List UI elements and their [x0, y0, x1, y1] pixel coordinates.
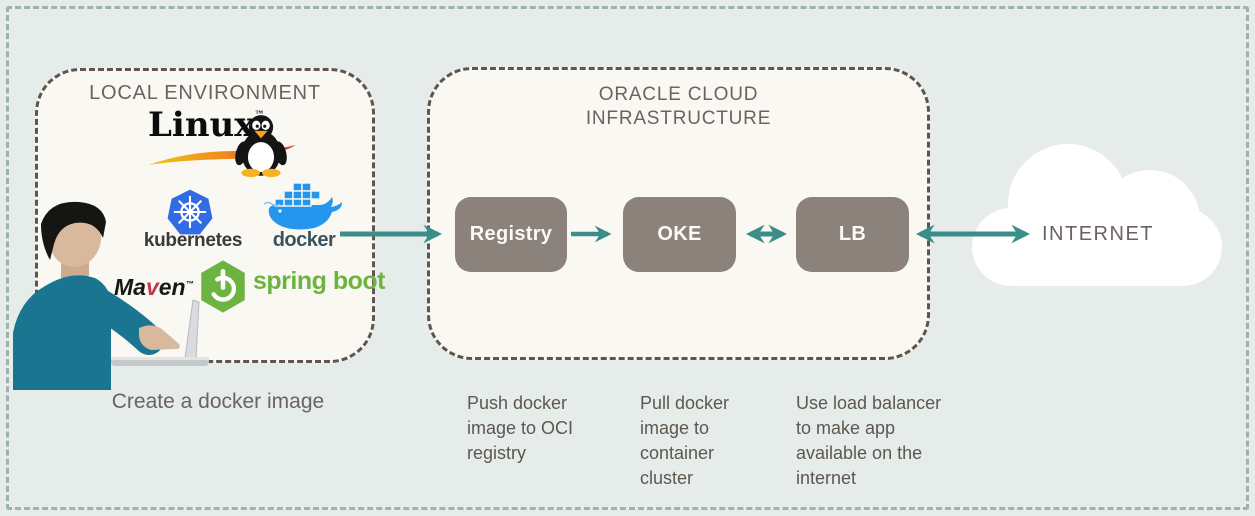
kubernetes-label: kubernetes: [143, 230, 243, 251]
tux-penguin-icon: [235, 115, 287, 178]
oci-title-line2: INFRASTRUCTURE: [585, 108, 772, 129]
maven-post: en: [158, 274, 186, 300]
oci-title-line1: ORACLE CLOUD: [598, 84, 759, 105]
maven-wordmark: Maven™: [114, 274, 194, 301]
cloud-icon: [972, 144, 1222, 286]
lb-node: LB: [796, 197, 909, 272]
linux-wordmark: Linux™: [148, 108, 265, 142]
maven-v: v: [145, 274, 159, 300]
developer-at-laptop-icon: [13, 201, 209, 390]
local-environment-title: LOCAL ENVIRONMENT: [89, 82, 321, 104]
registry-node: Registry: [455, 197, 567, 272]
maven-pre: Ma: [114, 274, 146, 300]
oke-node: OKE: [623, 197, 736, 272]
spring-boot-label: spring boot: [253, 267, 385, 295]
linux-label: Linux: [148, 105, 255, 145]
spring-boot-hexagon-icon: [201, 260, 245, 313]
maven-tm: ™: [185, 279, 194, 289]
registry-step-caption: Push docker image to OCI registry: [467, 393, 574, 463]
linux-swoosh-icon: [148, 145, 296, 165]
internet-label: INTERNET: [1042, 223, 1154, 245]
docker-label: docker: [272, 229, 336, 251]
kubernetes-helm-icon: [167, 189, 213, 235]
oke-step-caption: Pull docker image to container cluster: [640, 393, 730, 488]
local-step-caption: Create a docker image: [111, 390, 325, 413]
lb-step-caption: Use load balancer to make app available …: [796, 393, 942, 488]
docker-whale-icon: [263, 182, 342, 230]
